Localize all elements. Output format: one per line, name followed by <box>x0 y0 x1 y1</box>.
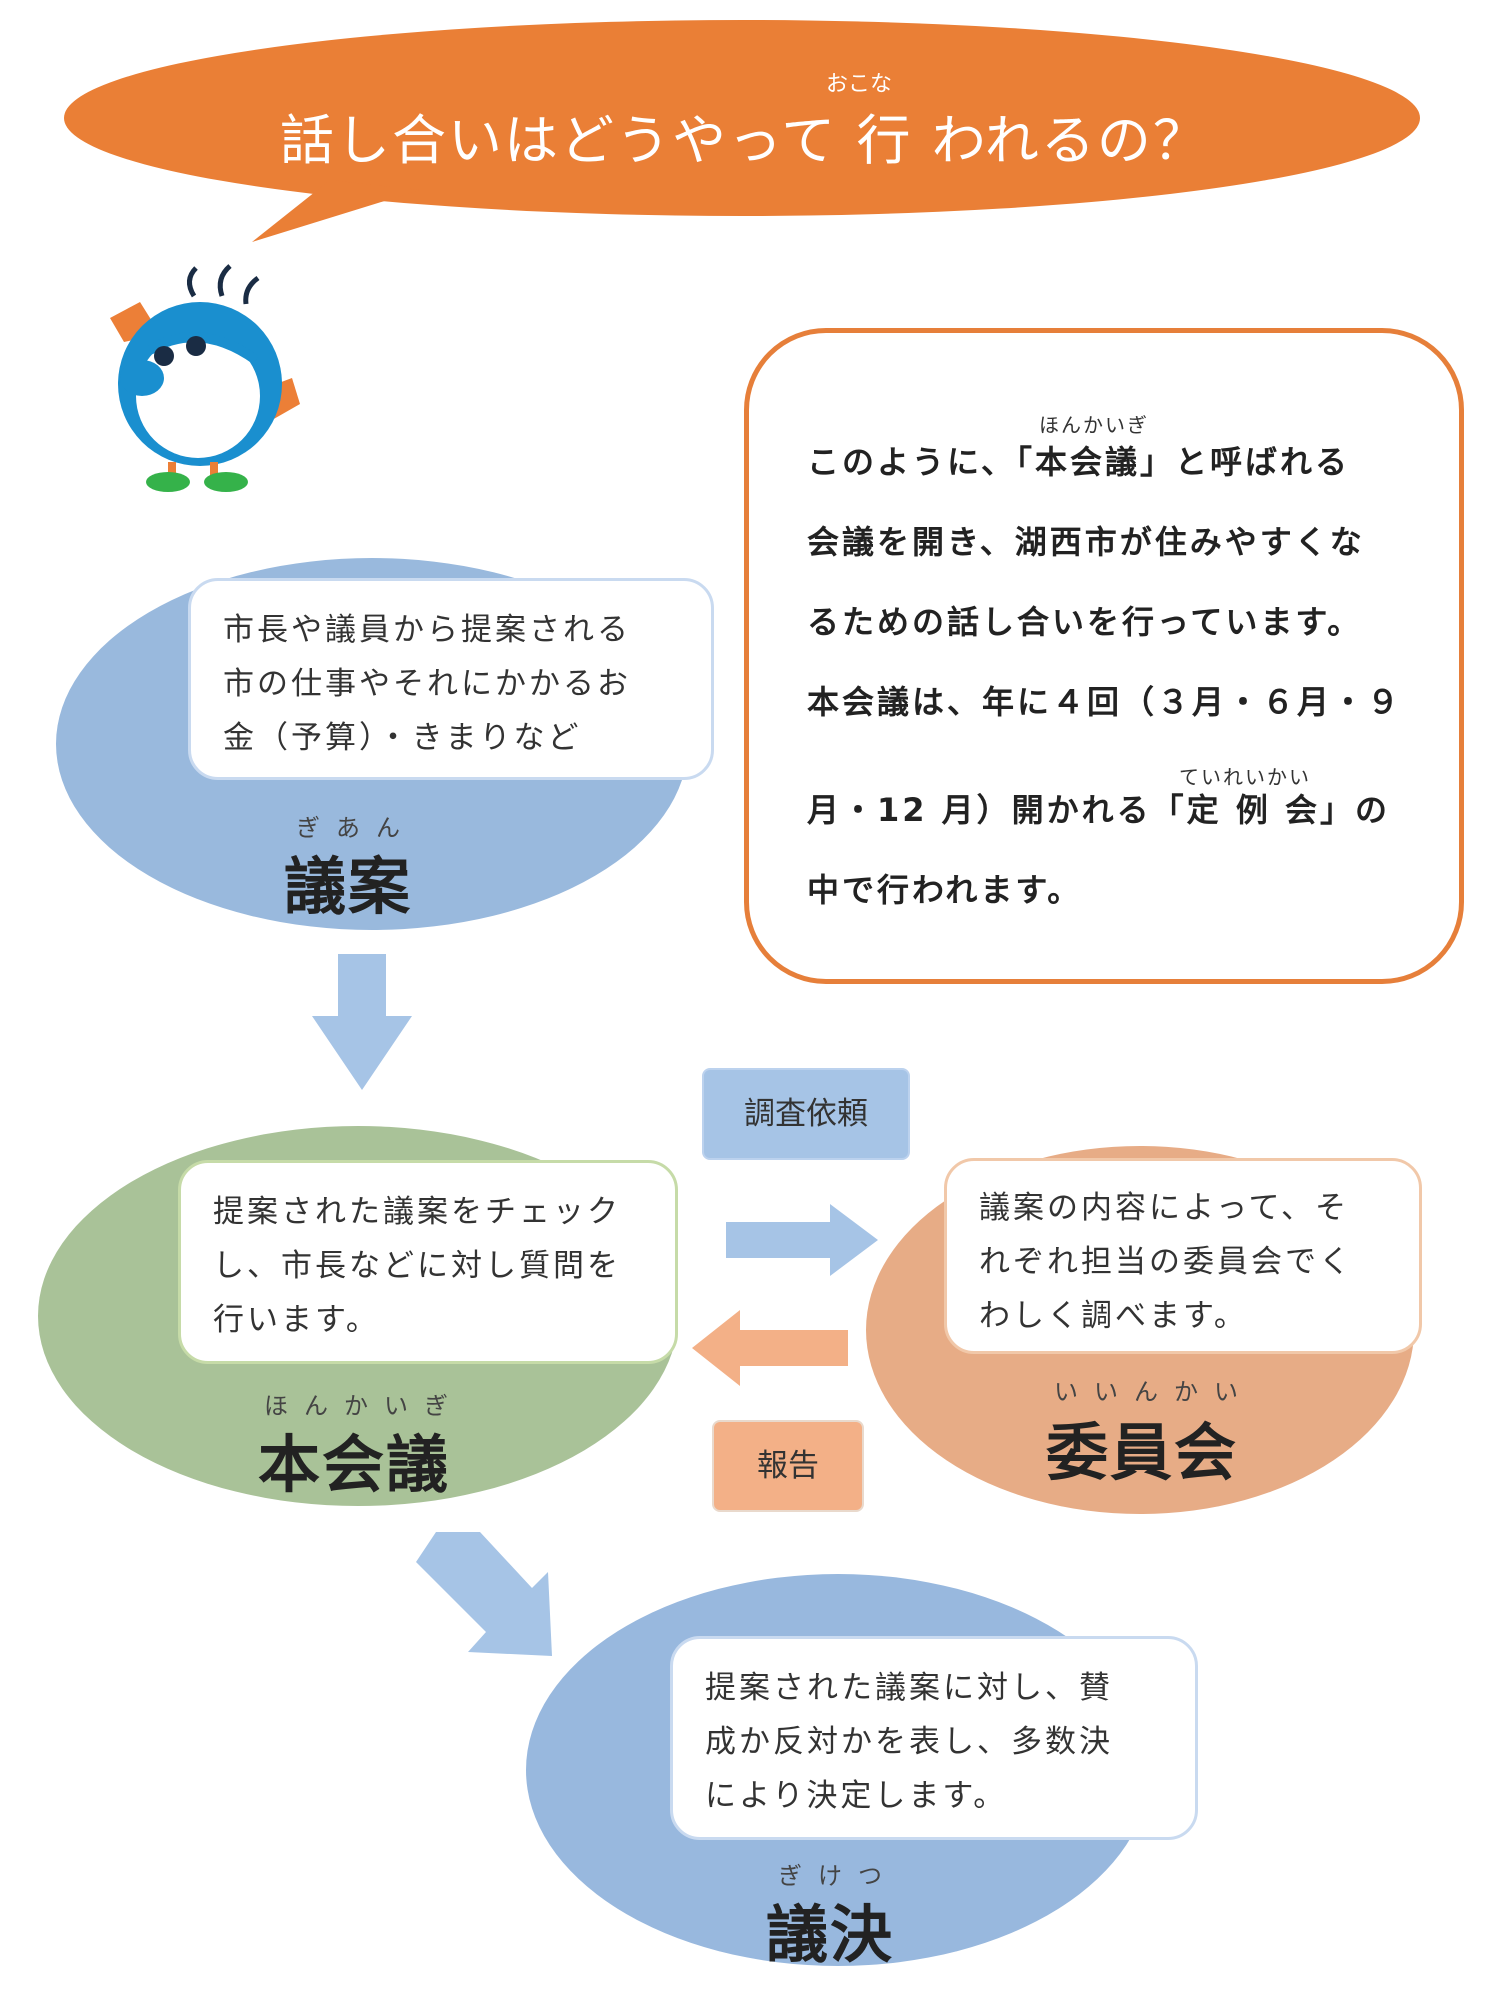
giketsu-line-3: により決定します。 <box>705 1778 1008 1814</box>
info-ruby-teireikai: ていれいかい <box>1179 765 1311 789</box>
gian-description-box: 市長や議員から提案される 市の仕事やそれにかかるお 金（予算）・きまりなど <box>188 578 714 780</box>
honkaigi-ruby: ほんかいぎ <box>264 1392 464 1420</box>
iinkai-line-2: れぞれ担当の委員会でく <box>979 1244 1353 1280</box>
honkaigi-line-2: し、市長などに対し質問を <box>213 1248 621 1284</box>
giketsu-line-1: 提案された議案に対し、賛 <box>705 1670 1113 1706</box>
gian-line-1: 市長や議員から提案される <box>223 612 631 648</box>
gian-line-2: 市の仕事やそれにかかるお <box>223 666 631 702</box>
honkaigi-line-3: 行います。 <box>213 1302 380 1338</box>
info-line-1: このように、「本会議」と呼ばれる <box>807 443 1351 481</box>
info-ruby-honkaigi: ほんかいぎ <box>1039 413 1149 437</box>
iinkai-line-1: 議案の内容によって、そ <box>979 1190 1349 1226</box>
info-line-2: 会議を開き、湖西市が住みやすくな <box>807 523 1365 561</box>
report-tag: 報告 <box>712 1420 864 1512</box>
honkaigi-label: 本会議 <box>258 1428 451 1501</box>
arrow-right-icon <box>726 1204 878 1276</box>
iinkai-ruby: いいんかい <box>1054 1378 1254 1406</box>
info-line-4: 本会議は、年に４回（３月・６月・９ <box>807 683 1403 721</box>
gian-label: 議案 <box>284 850 413 923</box>
honkaigi-description-box: 提案された議案をチェック し、市長などに対し質問を 行います。 <box>178 1160 678 1364</box>
iinkai-description-box: 議案の内容によって、そ れぞれ担当の委員会でく わしく調べます。 <box>944 1158 1422 1354</box>
arrow-down-icon <box>312 954 412 1090</box>
info-line-5: 月・12 月）開かれる「定 例 会」の <box>807 791 1390 829</box>
gian-line-3: 金（予算）・きまりなど <box>223 720 582 756</box>
giketsu-description-box: 提案された議案に対し、賛 成か反対かを表し、多数決 により決定します。 <box>670 1636 1198 1840</box>
iinkai-line-3: わしく調べます。 <box>979 1298 1248 1334</box>
arrow-diagonal-icon <box>416 1532 552 1656</box>
iinkai-label: 委員会 <box>1046 1416 1239 1489</box>
giketsu-label: 議決 <box>766 1898 895 1971</box>
honkaigi-line-1: 提案された議案をチェック <box>213 1194 621 1230</box>
request-tag: 調査依頼 <box>702 1068 910 1160</box>
page-title: 話し合いはどうやって 行 われるの？ <box>280 109 1209 172</box>
title-bubble <box>64 20 1420 242</box>
title-ruby: おこな <box>826 72 893 97</box>
mascot-icon <box>110 264 300 492</box>
giketsu-ruby: ぎけつ <box>778 1862 898 1890</box>
info-line-6: 中で行われます。 <box>807 871 1083 909</box>
giketsu-line-2: 成か反対かを表し、多数決 <box>705 1724 1113 1760</box>
info-line-3: るための話し合いを行っています。 <box>807 603 1363 641</box>
arrow-left-icon <box>692 1310 848 1386</box>
info-box: ほんかいぎ このように、「本会議」と呼ばれる 会議を開き、湖西市が住みやすくな … <box>744 328 1464 984</box>
gian-ruby: ぎあん <box>296 814 416 842</box>
